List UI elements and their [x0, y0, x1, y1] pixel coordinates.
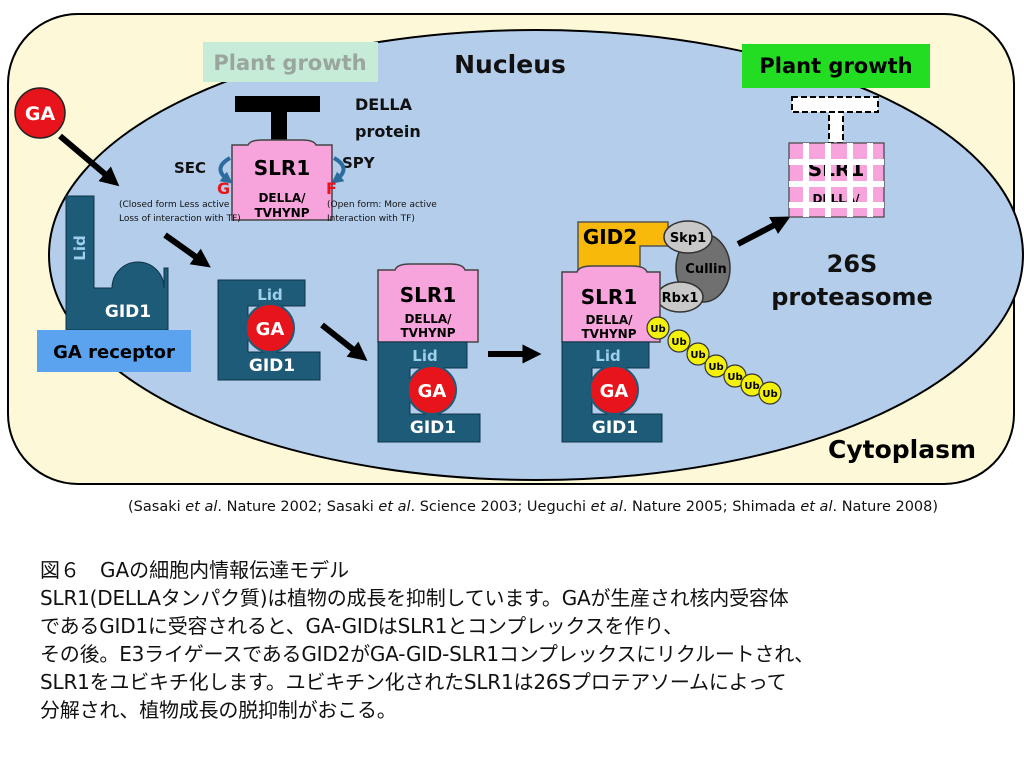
ub-label: Ub [708, 362, 723, 373]
gid1-ga-complex [217, 279, 321, 381]
della-protein-label-1: DELLA [355, 95, 413, 114]
nucleus-label: Nucleus [454, 50, 566, 79]
ub-label: Ub [690, 350, 705, 361]
ubiquitin [758, 381, 782, 405]
ub-label: Ub [744, 381, 759, 392]
ub-label: Ub [671, 337, 686, 348]
gid2-label: GID2 [583, 225, 637, 249]
cullin-label: Cullin [685, 262, 726, 277]
citation: (Sasaki et al. Nature 2002; Sasaki et al… [128, 499, 939, 515]
ga-in-scf-label: GA [600, 381, 629, 402]
cite-etal-2: et al [378, 499, 411, 515]
slr1-degraded: SLR1 DELLA/ [788, 142, 885, 218]
closed-form-note-2: Loss of interaction with TF) [119, 214, 241, 224]
slr1-in-complex-tvhynp: TVHYNP [400, 326, 455, 340]
sec-curve-arrow [218, 156, 233, 184]
gid1-ga-lid: Lid [257, 286, 282, 304]
gid1-open-lid: Lid [71, 235, 89, 260]
ub-label: Ub [762, 389, 777, 400]
plant-growth-inhibited-box [203, 42, 378, 82]
slr1-free-della: DELLA/ [258, 191, 306, 205]
gid1-in-scf-label: GID1 [592, 418, 638, 438]
ubiquitin [646, 316, 670, 340]
cite-etal-4: et al [800, 499, 833, 515]
slr1-ub-tvhynp: TVHYNP [581, 327, 636, 341]
cite-rest-4: . Nature 2008) [832, 499, 939, 515]
cite-author-1: Sasaki [133, 499, 181, 515]
della-degraded-stem [828, 111, 844, 144]
gid1-in-complex-lid: Lid [412, 347, 437, 365]
gid1-in-complex [377, 341, 481, 443]
plant-growth-active-label: Plant growth [759, 54, 912, 78]
f-mark: F [326, 179, 337, 198]
gid1-open-label: GID1 [105, 302, 151, 322]
caption-title: 図６ GAの細胞内情報伝達モデル [40, 558, 350, 582]
ga-in-gid1 [245, 303, 295, 353]
ga-in-gid1-label: GA [256, 319, 285, 340]
skp1-label: Skp1 [670, 231, 706, 246]
ub-label: Ub [650, 324, 665, 335]
slr1-in-complex-label: SLR1 [400, 283, 456, 307]
spy-curve-arrow [331, 156, 346, 184]
slr1-ub-label: SLR1 [581, 285, 637, 309]
della-protein-label-2: protein [355, 122, 421, 141]
ga-receptor-label: GA receptor [53, 342, 175, 363]
plant-growth-active-box [742, 44, 930, 88]
gid1-in-scf-complex [561, 341, 663, 443]
ubiquitin [686, 342, 710, 366]
cytoplasm-label: Cytoplasm [828, 435, 976, 464]
slr1-in-complex [377, 263, 479, 343]
plant-growth-inhibited-label: Plant growth [213, 51, 366, 75]
ubiquitin-chain: Ub Ub Ub Ub Ub Ub Ub [646, 316, 782, 405]
slr1-in-complex-della: DELLA/ [404, 312, 452, 326]
g-mark: G [217, 179, 230, 198]
ubiquitin [667, 329, 691, 353]
free-ga-molecule [14, 87, 66, 139]
ga-in-scf-complex [589, 365, 639, 415]
della-stem [271, 104, 287, 144]
arrow-to-proteasome [736, 216, 791, 247]
closed-form-note-1: (Closed form Less active [119, 200, 230, 210]
caption-line: 分解され、植物成長の脱抑制がおこる。 [40, 698, 397, 722]
open-form-note-2: Interaction with TF) [327, 214, 415, 224]
slr1-ubiquitinated [561, 265, 661, 343]
rbx1-label: Rbx1 [662, 291, 699, 306]
proteasome-label-2: proteasome [771, 283, 933, 311]
ga-in-complex [407, 365, 457, 415]
spy-label: SPY [342, 154, 376, 172]
slr1-free [231, 139, 333, 221]
gid1-in-scf-lid: Lid [595, 347, 620, 365]
cite-etal-1: et al [185, 499, 218, 515]
della-degraded-bar [791, 96, 879, 113]
ub-label: Ub [727, 372, 742, 383]
figure-caption: 図６ GAの細胞内情報伝達モデル SLR1(DELLAタンパク質)は植物の成長を… [40, 556, 1015, 724]
caption-line: SLR1をユビキチ化します。ユビキチン化されたSLR1は26Sプロテアソームによ… [40, 670, 787, 694]
gid1-open [65, 195, 169, 331]
slr1-free-tvhynp: TVHYNP [254, 206, 309, 220]
ga-entry-arrow [58, 133, 120, 187]
slr1-ub-della: DELLA/ [585, 313, 633, 327]
ga-signaling-diagram: Plant growth Nucleus Plant growth GA DEL… [7, 13, 1024, 485]
caption-line: その後。E3ライゲースであるGID2がGA-GID-SLR1コンプレックスにリク… [40, 642, 815, 666]
skp1 [663, 220, 713, 254]
ubiquitin [704, 354, 728, 378]
arrow-gid1ga-to-complex [320, 322, 368, 361]
cite-rest-1: . Nature 2002; Sasaki [217, 499, 374, 515]
arrow-gid1-to-gid1ga [163, 232, 211, 268]
slr1-free-label: SLR1 [254, 156, 310, 180]
ga-receptor-box [37, 330, 191, 372]
proteasome-label-1: 26S [827, 250, 878, 278]
gid1-in-complex-label: GID1 [410, 418, 456, 438]
ga-in-complex-label: GA [418, 381, 447, 402]
gid1-ga-label: GID1 [249, 356, 295, 376]
cite-rest-2: . Science 2003; Ueguchi [410, 499, 587, 515]
open-form-note-1: (Open form: More active [327, 200, 437, 210]
cite-rest-3: . Nature 2005; Shimada [622, 499, 796, 515]
free-ga-label: GA [25, 103, 56, 125]
caption-line: SLR1(DELLAタンパク質)は植物の成長を抑制しています。GAが生産され核内… [40, 586, 789, 610]
sec-label: SEC [174, 159, 206, 177]
caption-line: であるGID1に受容されると、GA-GIDはSLR1とコンプレックスを作り、 [40, 614, 683, 638]
cite-etal-3: et al [590, 499, 623, 515]
